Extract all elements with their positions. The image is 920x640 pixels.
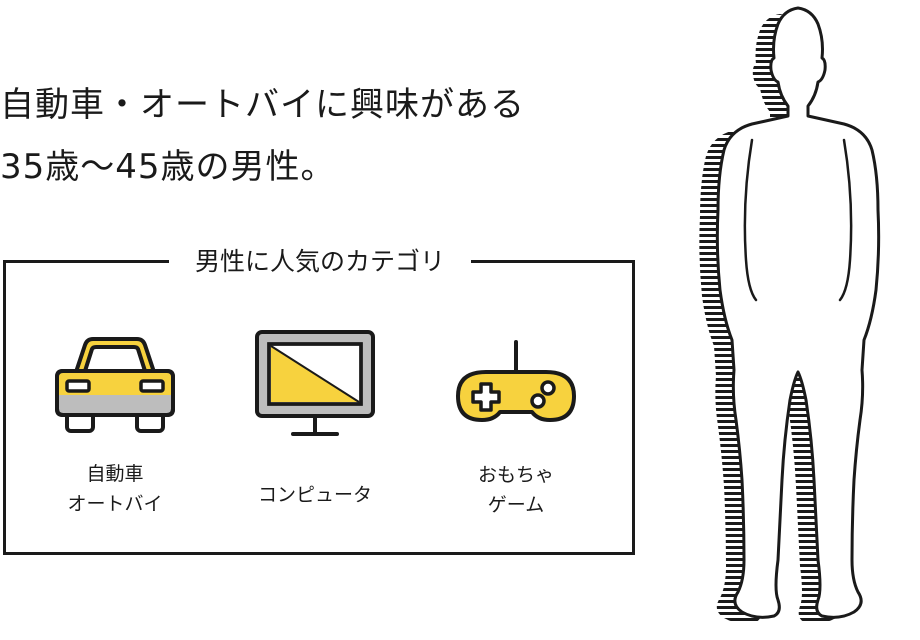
headline: 自動車・オートバイに興味がある 35歳～45歳の男性。 — [0, 74, 525, 198]
monitor-icon — [255, 330, 375, 436]
headline-line-2: 35歳～45歳の男性。 — [0, 147, 336, 187]
headline-line-1: 自動車・オートバイに興味がある — [0, 85, 525, 125]
category-games: おもちゃ ゲーム — [441, 338, 591, 520]
category-computer: コンピュータ — [240, 328, 390, 510]
category-computer-label: コンピュータ — [257, 484, 372, 506]
category-box-title: 男性に人気のカテゴリ — [0, 246, 640, 278]
category-games-label: おもちゃ ゲーム — [477, 464, 554, 516]
man-silhouette-icon — [699, 6, 881, 624]
gamepad-icon — [456, 340, 576, 422]
category-car: 自動車 オートバイ — [40, 335, 190, 519]
category-car-label: 自動車 オートバイ — [67, 463, 163, 515]
car-icon — [55, 337, 175, 433]
